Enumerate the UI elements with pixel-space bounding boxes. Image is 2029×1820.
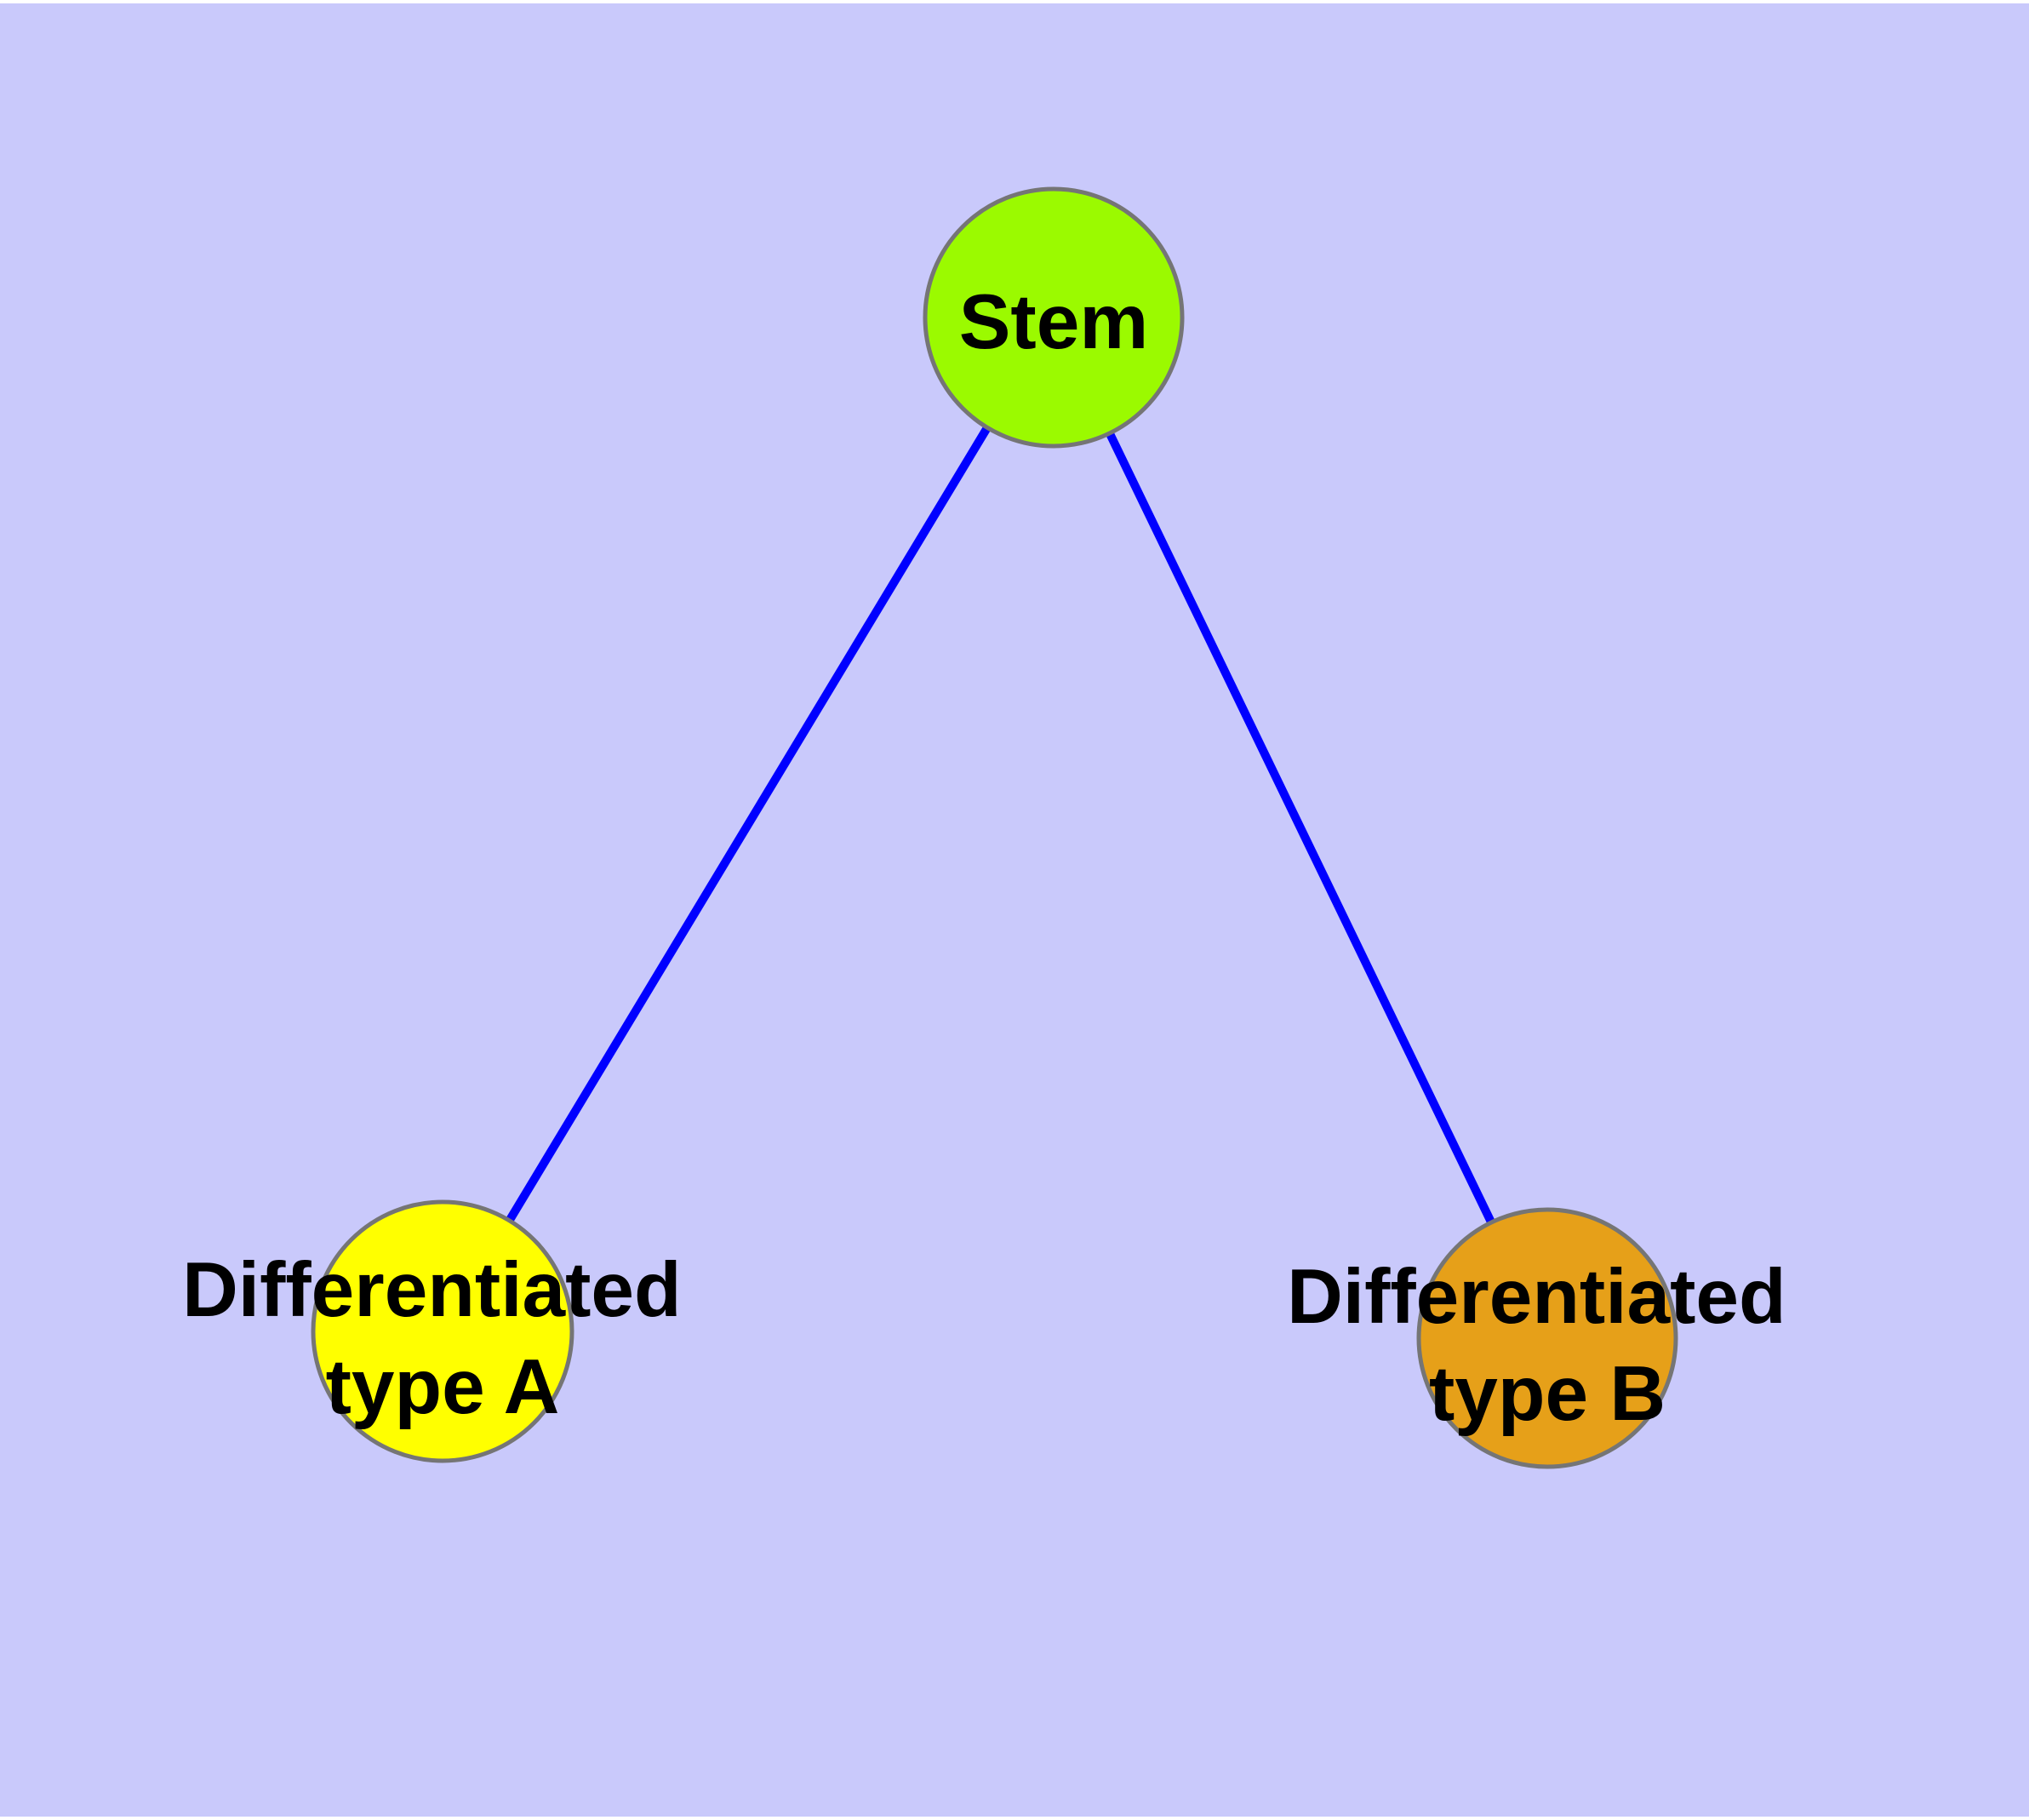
node-differentiated-type-b-label: Differentiated type B xyxy=(1287,1254,1808,1437)
node-stem-label-line-1: Stem xyxy=(959,279,1149,365)
node-differentiated-type-a xyxy=(311,1199,574,1463)
node-differentiated-type-b xyxy=(1416,1207,1678,1469)
edge-stem-to-differentiated-type-a xyxy=(438,315,1058,1334)
node-differentiated-type-a-label-line-2: type A xyxy=(326,1344,560,1430)
node-stem-label: Stem xyxy=(959,279,1149,365)
node-stem xyxy=(923,186,1185,449)
edge-stem-to-differentiated-type-b xyxy=(1049,315,1552,1341)
node-differentiated-type-a-label-line-1: Differentiated xyxy=(182,1247,682,1333)
node-differentiated-type-b-label-line-2: type B xyxy=(1429,1351,1666,1437)
node-differentiated-type-b-label-line-1: Differentiated xyxy=(1287,1254,1786,1340)
node-differentiated-type-a-label: Differentiated type A xyxy=(182,1247,703,1430)
